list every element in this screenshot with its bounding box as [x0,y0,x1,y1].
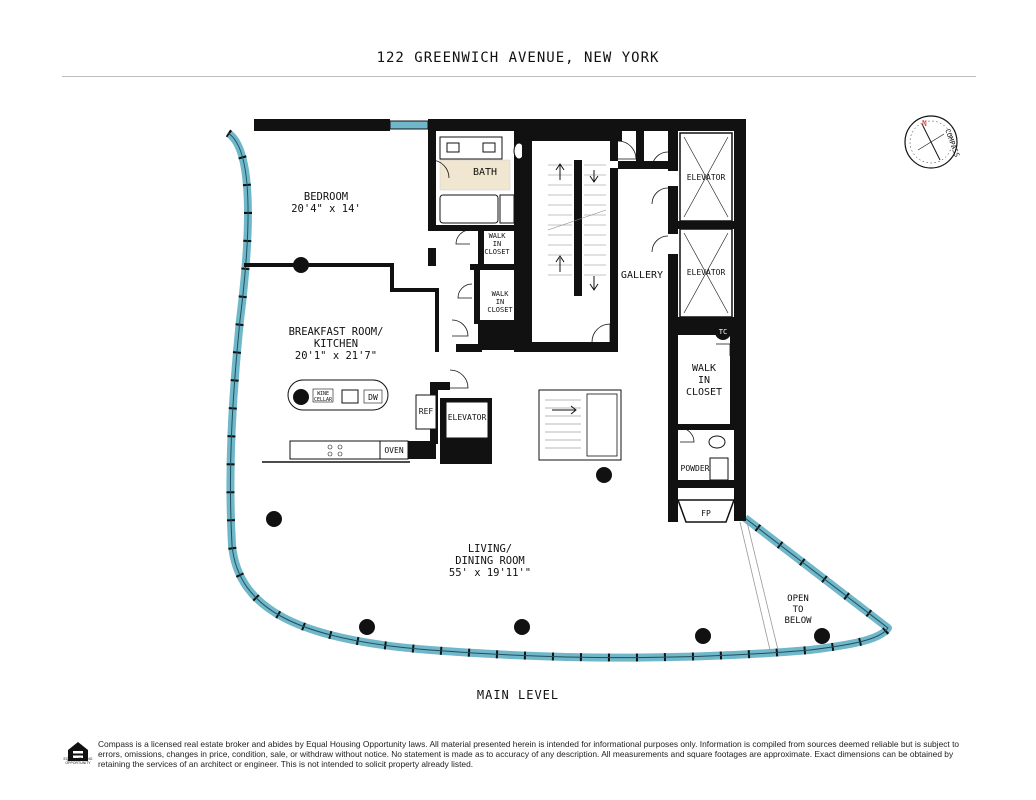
wine-cellar-label: WINE CELLAR [313,391,333,403]
elevator-label: ELEVATOR [686,268,726,277]
bath-floor [439,159,511,191]
disclaimer: Compass is a licensed real estate broker… [98,739,960,769]
wall-right-exterior [734,119,746,521]
column [596,467,612,483]
dishwasher-label: DW [368,393,378,402]
powder-label: POWDER [680,464,710,473]
vanity [439,136,503,160]
column [814,628,830,644]
fireplace [676,499,736,523]
column [695,628,711,644]
bedroom-label: BEDROOM 20'4" x 14' [291,191,361,215]
window-top [389,120,429,130]
bath-label: BATH [472,167,498,178]
walk-in-closet-label: WALK IN CLOSET [685,363,723,398]
column [359,619,375,635]
kitchen-island [287,379,389,411]
living-dining-label: LIVING/ DINING ROOM 55' x 19'11'" [448,543,532,579]
bathtub [439,194,499,224]
trash-chute [715,324,731,340]
breakfast-kitchen-label: BREAKFAST ROOM/ KITCHEN 20'1" x 21'7" [288,326,384,362]
gallery-label: GALLERY [620,270,664,281]
elevator-label: ELEVATOR [686,173,726,182]
equal-housing-text: EQUAL HOUSING OPPORTUNITY [63,757,93,765]
ref-label: REF [418,407,434,416]
compass-icon: N [904,115,958,169]
header-divider [62,76,976,77]
equal-housing-icon [68,742,88,761]
walk-in-closet-label: WALK IN CLOSET [487,290,513,314]
page-title: 122 GREENWICH AVENUE, NEW YORK [376,50,660,66]
oven-label: OVEN [384,446,404,455]
kitchen-counter [289,440,381,460]
elevator-label: ELEVATOR [447,413,487,422]
column [293,389,309,405]
column [293,257,309,273]
column [266,511,282,527]
column [514,619,530,635]
wall-bedroom-south [244,263,439,352]
compass-north-label: N [922,119,927,128]
wall-top-left [254,119,390,131]
wall-top-right [428,119,746,131]
walk-in-closet-label: WALK IN CLOSET [484,232,510,256]
fireplace-label: FP [701,509,711,518]
level-label: MAIN LEVEL [476,688,560,702]
trash-chute-label: TC [718,328,728,336]
open-to-below-label: OPEN TO BELOW [784,594,812,626]
toilet-powder [708,435,726,449]
